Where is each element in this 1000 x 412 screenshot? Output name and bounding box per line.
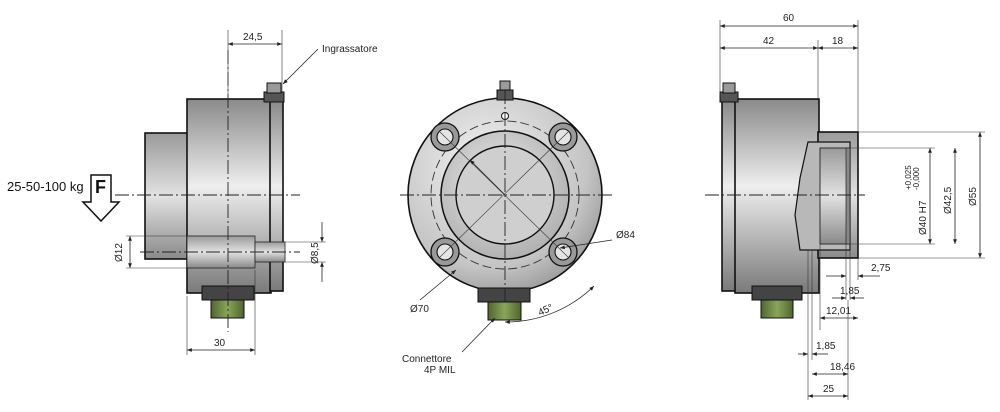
dim-45: 45° xyxy=(537,302,555,318)
dim-phi40: Ø40 H7 xyxy=(918,200,929,235)
label-load: 25-50-100 kg xyxy=(7,179,84,194)
dim-60: 60 xyxy=(783,13,795,24)
dim-1-85-a: 1,85 xyxy=(840,286,860,297)
front-view: Ø84 Ø70 45° Connettore 4P MIL xyxy=(400,80,635,376)
dim-tol-up: +0,025 xyxy=(904,165,913,190)
label-lubricator: Ingrassatore xyxy=(322,44,378,55)
dim-30: 30 xyxy=(214,338,226,349)
label-connector-2: 4P MIL xyxy=(424,365,456,376)
dim-24-5: 24,5 xyxy=(243,32,263,43)
dim-1-85-b: 1,85 xyxy=(816,341,836,352)
dim-12-01: 12,01 xyxy=(826,306,851,317)
dim-tol-low: -0,000 xyxy=(912,167,921,190)
dim-phi84: Ø84 xyxy=(616,230,635,241)
front-connector xyxy=(487,301,522,321)
left-view: 24,5 Ingrassatore 30 Ø12 Ø8,5 25-50-100 … xyxy=(7,30,378,355)
dim-18-46: 18,46 xyxy=(830,362,855,373)
force-arrow xyxy=(81,174,121,223)
left-boss xyxy=(144,132,189,260)
left-bore xyxy=(186,235,256,269)
label-force: F xyxy=(95,177,106,197)
left-flange xyxy=(269,100,284,292)
dim-42: 42 xyxy=(763,36,775,47)
right-view: 60 42 18 Ø40 H7 +0,025 -0,000 Ø42,5 Ø55 … xyxy=(705,13,985,400)
dim-2-75: 2,75 xyxy=(871,263,891,274)
dim-phi12: Ø12 xyxy=(114,243,125,262)
right-connector xyxy=(760,299,794,319)
left-connector xyxy=(210,299,245,319)
dim-18: 18 xyxy=(832,36,844,47)
label-connector-1: Connettore xyxy=(402,354,452,365)
dim-25: 25 xyxy=(823,384,835,395)
dim-phi42-5: Ø42,5 xyxy=(943,186,954,214)
dim-phi70: Ø70 xyxy=(410,304,429,315)
dim-phi55: Ø55 xyxy=(968,187,979,206)
dim-phi8-5: Ø8,5 xyxy=(310,242,321,264)
